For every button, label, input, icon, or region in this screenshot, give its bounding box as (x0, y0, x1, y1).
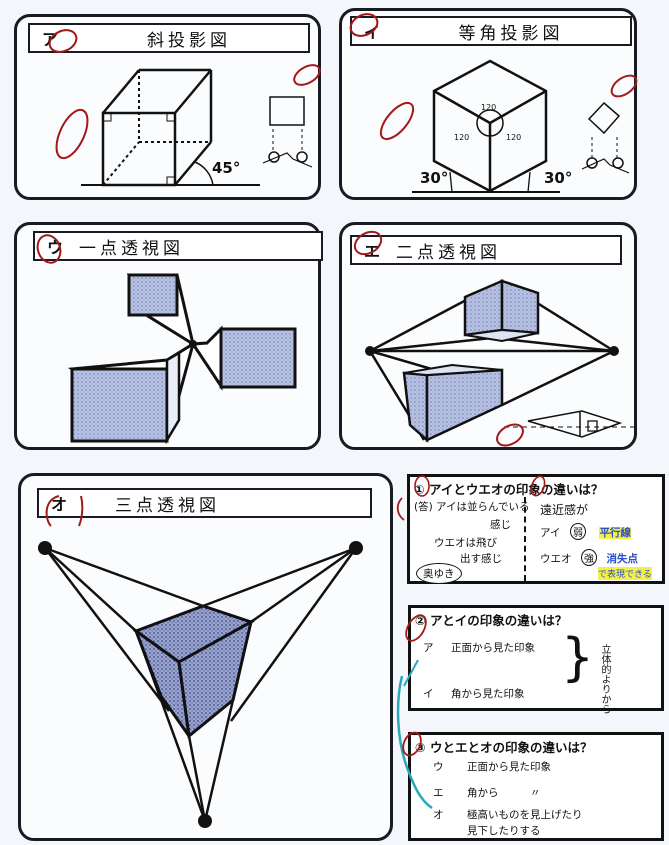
panel-title-bar: オ 三点透視図 (37, 488, 372, 518)
q3-row-key-u: ウ (433, 761, 444, 773)
panel-one-point-perspective: ウ 一点透視図 (14, 222, 323, 450)
q1-row-circled: 強 (581, 549, 597, 566)
angle-label-30-left: 30° (420, 169, 449, 187)
panel-isometric-projection: イ 等角投影図 120 120 120 30° 30° (339, 8, 638, 200)
question-2-box: ② アとイの印象の違いは？ ア 正面から見た印象 イ 角から見た印象 } 立体的… (408, 605, 664, 714)
q3-row-text-e: 角から 〃 (467, 787, 541, 799)
question-2-number: ② (415, 613, 426, 628)
q1-answer-line-1: (答) アイは並らんでいる (414, 501, 530, 513)
q3-row-text-u: 正面から見た印象 (467, 761, 551, 773)
one-point-perspective-diagram (36, 234, 297, 445)
q1-answer-line-4: 出す感じ (460, 553, 502, 565)
question-1-title: アイとウエオの印象の違いは？ (428, 482, 604, 497)
q1-row-circled: 弱 (569, 523, 586, 540)
inner-angle-top: 120 (481, 103, 497, 112)
question-3-heading: ③ ウとエとオの印象の違いは？ (411, 735, 661, 758)
panel-three-point-perspective: オ 三点透視図 (18, 473, 393, 841)
brace-icon: } (561, 628, 595, 688)
q1-answer-line-2: 感じ (490, 519, 511, 531)
question-1-number: ① (414, 482, 425, 497)
question-2-title: アとイの印象の違いは？ (429, 613, 568, 628)
two-point-perspective-diagram (353, 230, 634, 447)
column-divider (524, 497, 526, 581)
q1-row-key: ウエオ (540, 553, 572, 565)
q1-speech-bubble: 奥ゆき (416, 563, 462, 584)
panel-title-bar: ウ 一点透視図 (33, 231, 323, 261)
q2-row-text-a: 正面から見た印象 (451, 642, 535, 654)
inner-angle-left: 120 (454, 133, 470, 142)
panel-title: 斜投影図 (147, 30, 231, 51)
q1-row-key: アイ (540, 527, 561, 539)
question-1-box: ① アイとウエオの印象の違いは？ (答) アイは並らんでいる 感じ ウエオは飛び… (407, 474, 665, 584)
q3-row-key-e: エ (433, 787, 444, 799)
q2-row-key-i: イ (423, 688, 434, 700)
q2-row-key-a: ア (423, 642, 434, 654)
q2-row-text-i: 角から見た印象 (451, 688, 525, 700)
question-1-heading: ① アイとウエオの印象の違いは？ (410, 477, 662, 500)
panel-label: オ (50, 495, 67, 514)
q1-note-sub: で表現できる (598, 567, 652, 580)
panel-title: 三点透視図 (115, 495, 220, 516)
q2-side-note: 立体的よりから (599, 644, 610, 714)
panel-title-bar: イ 等角投影図 (350, 16, 632, 46)
question-3-box: ③ ウとエとオの印象の違いは？ ウ 正面から見た印象 エ 角から 〃 オ 極高い… (408, 732, 664, 841)
panel-two-point-perspective: エ 二点透視図 (339, 222, 637, 450)
panel-title: 一点透視図 (79, 238, 184, 259)
panel-oblique-projection: ア 斜投影図 45° (14, 14, 321, 200)
inner-angle-right: 120 (506, 133, 522, 142)
q3-row-text-o: 極高いものを見上げたり (467, 809, 583, 821)
q3-continuation: 見下したりする (467, 825, 541, 837)
isometric-cube-diagram (349, 13, 638, 193)
q1-right-row-1: アイ 弱 平行線 (540, 523, 631, 540)
q1-right-heading: 遠近感が (540, 503, 589, 517)
question-2-heading: ② アとイの印象の違いは？ (411, 608, 661, 631)
question-3-title: ウとエとオの印象の違いは？ (429, 740, 593, 755)
angle-label-30-right: 30° (544, 169, 573, 187)
q1-right-row-2: ウエオ 強 消失点 (540, 549, 638, 566)
q3-row-key-o: オ (433, 809, 444, 821)
panel-title-bar: エ 二点透視図 (350, 235, 622, 265)
panel-title: 等角投影図 (458, 23, 564, 44)
q1-answer-line-3: ウエオは飛び (434, 537, 497, 549)
panel-title: 二点透視図 (396, 242, 501, 263)
oblique-cube-diagram (48, 29, 321, 187)
angle-label-45: 45° (212, 159, 241, 177)
question-3-number: ③ (415, 740, 426, 755)
q1-row-note: 平行線 (599, 527, 631, 539)
q1-row-note: 消失点 (606, 553, 639, 565)
three-point-perspective-diagram (38, 495, 363, 828)
